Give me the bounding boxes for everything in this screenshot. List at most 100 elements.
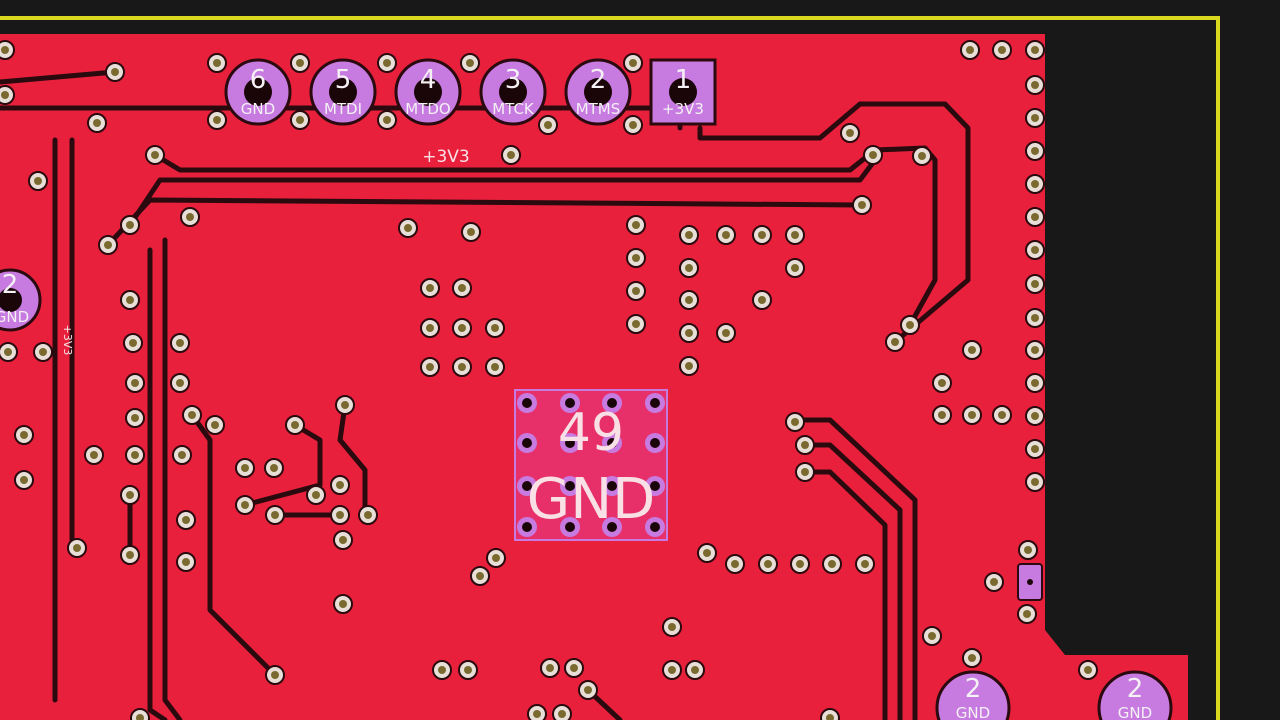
thermal-via [560, 476, 580, 496]
left-pad-net: GND [0, 308, 29, 326]
thermal-vias [517, 393, 665, 537]
thermal-pad[interactable] [514, 389, 668, 541]
via [527, 704, 547, 720]
via [564, 658, 584, 678]
via [725, 554, 745, 574]
via [626, 314, 646, 334]
via [932, 373, 952, 393]
via [105, 62, 125, 82]
via [172, 445, 192, 465]
header-pin-1[interactable]: 1+3V3 [649, 58, 717, 126]
via [180, 207, 200, 227]
via [0, 85, 15, 105]
via [679, 290, 699, 310]
via [795, 435, 815, 455]
via [623, 53, 643, 73]
via [795, 462, 815, 482]
via [1025, 472, 1045, 492]
via [932, 405, 952, 425]
thermal-pad-number: 49 [558, 403, 624, 463]
via [125, 445, 145, 465]
via [265, 505, 285, 525]
via [290, 110, 310, 130]
bottom-pad-2-net: GND [1118, 704, 1152, 720]
via [265, 665, 285, 685]
bottom-pad-1[interactable]: 2 GND [935, 670, 1011, 720]
via [785, 412, 805, 432]
bottom-pad-2-number: 2 [1127, 674, 1144, 704]
via [662, 660, 682, 680]
via [1025, 308, 1045, 328]
thermal-via [645, 476, 665, 496]
via [285, 415, 305, 435]
via [452, 278, 472, 298]
via [900, 315, 920, 335]
thermal-via [602, 476, 622, 496]
via [182, 405, 202, 425]
via [98, 235, 118, 255]
via [170, 373, 190, 393]
via [1025, 141, 1045, 161]
thermal-via [645, 433, 665, 453]
via [992, 405, 1012, 425]
header-pin-number: 6 [250, 65, 267, 95]
via [485, 318, 505, 338]
header-pin-number: 2 [590, 65, 607, 95]
header-pin-net: MTDI [324, 100, 362, 118]
via [852, 195, 872, 215]
via [501, 145, 521, 165]
left-pad[interactable]: 2 GND [0, 268, 42, 332]
via [578, 680, 598, 700]
via [885, 332, 905, 352]
net-label-3v3-vertical: +3V3 [61, 325, 74, 356]
thermal-via [560, 393, 580, 413]
bottom-pad-2[interactable]: 2 GND [1097, 670, 1173, 720]
via [538, 115, 558, 135]
via [752, 225, 772, 245]
via [28, 171, 48, 191]
via [1078, 660, 1098, 680]
via [14, 470, 34, 490]
via [752, 290, 772, 310]
bottom-pad-1-number: 2 [965, 674, 982, 704]
via [176, 510, 196, 530]
via [697, 543, 717, 563]
via [335, 395, 355, 415]
via [145, 145, 165, 165]
via [685, 660, 705, 680]
via [420, 278, 440, 298]
via [333, 530, 353, 550]
via [170, 333, 190, 353]
via [716, 225, 736, 245]
via [626, 248, 646, 268]
via [679, 225, 699, 245]
via [1025, 75, 1045, 95]
via [123, 333, 143, 353]
via [420, 318, 440, 338]
via [120, 215, 140, 235]
via [33, 342, 53, 362]
via [84, 445, 104, 465]
left-pad-number: 2 [2, 270, 19, 300]
via [377, 53, 397, 73]
via [962, 405, 982, 425]
via [820, 708, 840, 720]
via [623, 115, 643, 135]
via [992, 40, 1012, 60]
via [1025, 373, 1045, 393]
via [855, 554, 875, 574]
thermal-via [517, 393, 537, 413]
thermal-pad-net: GND [527, 467, 655, 532]
via [1017, 604, 1037, 624]
via [679, 356, 699, 376]
via [863, 145, 883, 165]
via [716, 323, 736, 343]
header-pin-net: GND [241, 100, 275, 118]
